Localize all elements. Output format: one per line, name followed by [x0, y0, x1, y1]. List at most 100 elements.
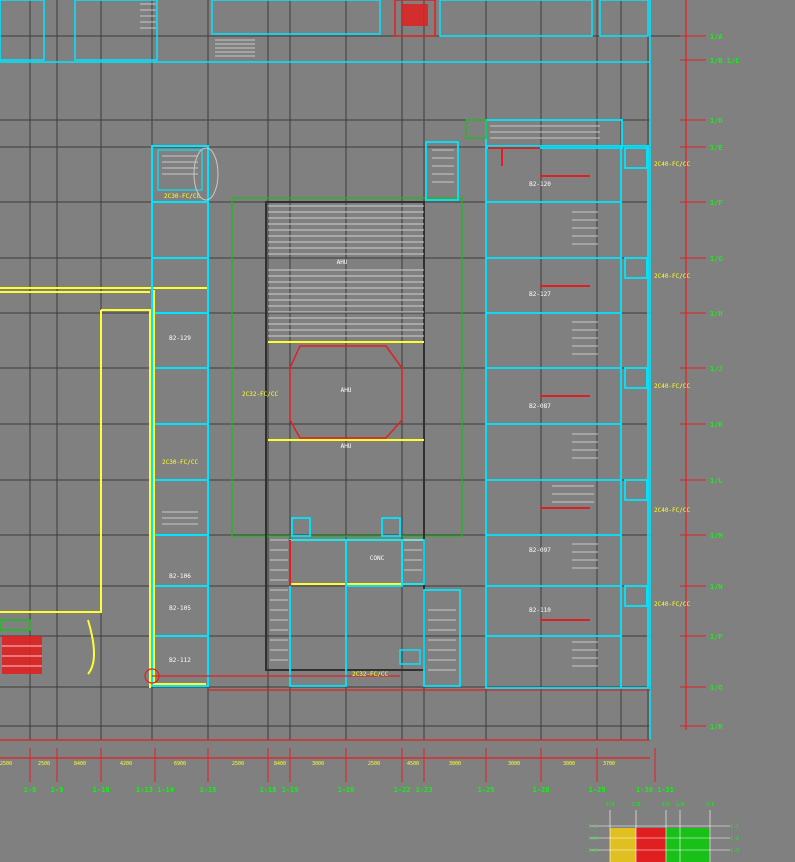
axis-bottom-marker: 1-20 — [338, 748, 354, 794]
legend-col-label: 1/B — [631, 802, 640, 808]
axis-bottom-label: 1-10 — [93, 786, 110, 794]
note-right-5: 2C40-FC/CC — [654, 601, 691, 608]
axis-right-label: 1/J — [710, 365, 723, 373]
axis-bottom-marker: 1-18 — [260, 748, 277, 794]
axis-right-marker: 1/B 1/C — [680, 57, 740, 65]
right-green-frame — [465, 119, 487, 139]
tag-h: B2-112 — [169, 657, 191, 664]
legend-col-label: 1/D — [675, 802, 684, 808]
axis-bottom-marker: 1-22 — [394, 748, 410, 794]
tag-i: B2-106 — [169, 573, 191, 580]
axis-bottom-label: 1-29 — [589, 786, 606, 794]
axis-bottom-marker: 1-26 — [533, 748, 550, 794]
elevator-box — [399, 649, 421, 665]
note-left-2: 2C30-FC/CC — [162, 459, 199, 466]
mech-room-label: CONC — [370, 555, 385, 562]
room-labels: AHU AHU AHU CONC B2-120 B2-129 B2-127 B2… — [162, 161, 691, 678]
left-stair-lines — [162, 155, 198, 525]
bottom-boundary — [0, 668, 650, 759]
legend-col-label: 1/E — [705, 802, 714, 808]
dimension-label: 3000 — [563, 761, 575, 767]
left-red-stair-lines — [2, 645, 42, 667]
dimension-label: 8400 — [274, 761, 286, 767]
left-green-box — [0, 619, 31, 631]
right-red-marks — [488, 147, 590, 621]
axis-right-label: 1/L — [710, 477, 723, 485]
dimension-label: 3000 — [508, 761, 520, 767]
axis-bottom-marker: 1-25 — [478, 748, 495, 794]
legend-row-label: 1-3 — [588, 848, 597, 854]
axis-right-marker: 1/K — [680, 421, 723, 429]
note-right-3: 2C40-FC/CC — [654, 383, 691, 390]
tag-a: B2-120 — [529, 181, 551, 188]
dimension-label: 4500 — [407, 761, 419, 767]
left-room-column — [151, 145, 209, 687]
right-stair-lines — [490, 125, 600, 667]
machine-room-2-label: AHU — [341, 443, 352, 450]
axis-right-label: 1/B 1/C — [710, 57, 740, 65]
axis-bottom-marker: 1-8 — [24, 748, 36, 794]
axis-right-marker: 1/Q — [680, 684, 723, 692]
axis-right-label: 1/K — [710, 421, 723, 429]
axis-bottom-label: 1-9 — [51, 786, 64, 794]
dimension-label: 6900 — [174, 761, 186, 767]
legend-column-labels: 1/A 1/B 1/C 1/D 1/E — [605, 802, 714, 808]
tag-g: B2-105 — [169, 605, 191, 612]
legend-col-label: 1/A — [605, 802, 614, 808]
axis-right-label: 1/N — [710, 583, 723, 591]
axis-right-marker: 1/M — [680, 532, 723, 540]
note-bottom: 2C32-FC/CC — [352, 671, 389, 678]
axis-right-label: 1/E — [710, 144, 723, 152]
central-dark-frame — [265, 201, 425, 671]
axis-right-label: 1/D — [710, 117, 723, 125]
dimension-label: 2500 — [368, 761, 380, 767]
top-red-stair — [402, 4, 428, 26]
dimension-label: 2500 — [0, 761, 12, 767]
central-green-frame — [231, 197, 463, 537]
axis-bottom-marker: 1-30 1-31 — [636, 748, 674, 794]
axis-right-marker: 1/D — [680, 117, 723, 125]
axis-bottom-label: 1-30 1-31 — [636, 786, 674, 794]
axis-right-marker: 1/J — [680, 365, 723, 373]
axis-right-label: 1/A — [710, 33, 723, 41]
tag-f: B2-110 — [529, 607, 551, 614]
left-red-stair — [2, 636, 42, 674]
dimension-label: 2500 — [232, 761, 244, 767]
tag-e: B2-097 — [529, 547, 551, 554]
legend-col-label: 1/C — [661, 802, 670, 808]
legend-row-label: 1-1 — [588, 824, 597, 830]
axis-right-label: 1/R — [710, 723, 723, 731]
dimension-label: 8400 — [74, 761, 86, 767]
axis-bottom-label: 1-18 — [260, 786, 277, 794]
left-yellow-frame — [153, 290, 206, 685]
axis-right-label: 1/Q — [710, 684, 723, 692]
axis-right-label: 1/M — [710, 532, 723, 540]
axis-bottom-label: 1-25 — [478, 786, 495, 794]
axis-right-label: 1/F — [710, 199, 723, 207]
axis-bottom-marker: 1-19 — [282, 748, 299, 794]
axis-right-marker: 1/H — [680, 310, 723, 318]
top-strip — [0, 0, 651, 740]
axis-right-marker: 1/F — [680, 199, 723, 207]
legend-block — [590, 810, 730, 862]
axis-bottom-label: 1-19 — [282, 786, 299, 794]
axis-bottom-marker: 1-10 — [93, 748, 110, 794]
dimension-label: 3000 — [449, 761, 461, 767]
axis-bottom-label: 1-26 — [533, 786, 550, 794]
central-red-octagon — [289, 345, 403, 439]
note-right-4: 2C40-FC/CC — [654, 507, 691, 514]
axis-bottom-marker: 1-9 — [51, 748, 64, 794]
core-label: AHU — [337, 259, 348, 266]
axis-right-label: 1/H — [710, 310, 723, 318]
dimension-label: 2500 — [38, 761, 50, 767]
top-stairs — [140, 3, 255, 57]
axis-right-marker: 1/N — [680, 583, 723, 591]
axis-bottom-label: 1-15 — [200, 786, 217, 794]
legend-row-label: 1-2 — [588, 836, 597, 842]
axis-right-markers: 1/A1/B 1/C1/D1/E1/F1/G1/H1/J1/K1/L1/M1/N… — [680, 33, 740, 731]
axis-bottom-marker: 1-29 — [589, 748, 606, 794]
